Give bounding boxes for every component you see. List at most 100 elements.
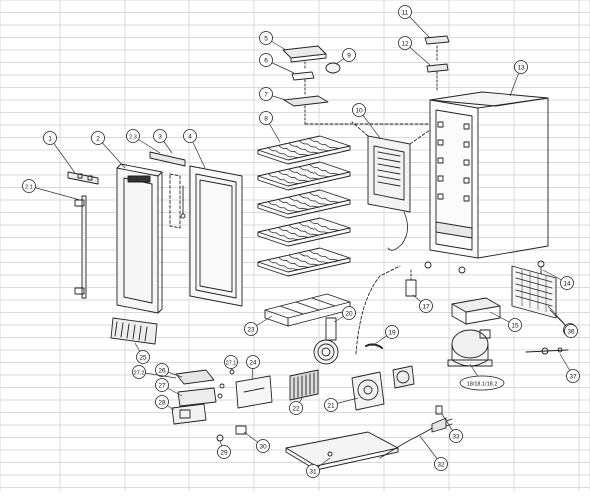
callout-circle bbox=[398, 5, 412, 19]
cabinet-body bbox=[429, 91, 549, 259]
callout-number: 27.2 bbox=[134, 371, 145, 377]
callout-circle bbox=[244, 322, 258, 336]
callout-c5: 5 bbox=[259, 31, 287, 51]
callout-c24: 24 bbox=[246, 355, 260, 381]
callout-number: 24 bbox=[249, 360, 257, 367]
wire-shelf bbox=[257, 161, 351, 191]
callout-number: 29 bbox=[220, 450, 228, 457]
callout-number: 10 bbox=[355, 108, 363, 115]
callout-layer: 122.12.33456789101112131415161718/18.1/1… bbox=[22, 5, 580, 478]
callout-c26: 26 bbox=[155, 363, 183, 378]
callout-number: 37 bbox=[569, 374, 577, 381]
callout-c30: 30 bbox=[243, 431, 270, 453]
callout-number: 23 bbox=[247, 327, 255, 334]
callout-circle bbox=[155, 378, 169, 392]
callout-number: 9 bbox=[347, 53, 351, 60]
callout-number: 26 bbox=[158, 368, 166, 375]
rear-condenser-grille bbox=[511, 265, 557, 319]
callout-c25: 25 bbox=[134, 342, 150, 364]
wire-shelf-stack bbox=[257, 135, 351, 277]
relay-box bbox=[171, 403, 207, 425]
callout-number: 13 bbox=[517, 65, 525, 72]
callout-circle bbox=[449, 429, 463, 443]
callout-c8: 8 bbox=[259, 111, 281, 143]
wire-shelf bbox=[257, 217, 351, 247]
callout-circle bbox=[259, 111, 273, 125]
callout-circle bbox=[385, 325, 399, 339]
callout-circle bbox=[259, 87, 273, 101]
door-frame bbox=[116, 163, 163, 314]
callout-c36: 36 bbox=[549, 309, 578, 338]
callout-circle bbox=[183, 129, 197, 143]
wire-shelf bbox=[257, 189, 351, 219]
callout-number: 1 bbox=[48, 136, 52, 143]
callout-number: 31 bbox=[309, 469, 317, 476]
callout-c4: 4 bbox=[183, 129, 206, 169]
callout-number: 17 bbox=[422, 304, 430, 311]
callout-c37: 37 bbox=[559, 353, 580, 383]
callout-circle bbox=[155, 395, 169, 409]
wire-shelf bbox=[257, 247, 351, 277]
callout-c31: 31 bbox=[306, 457, 331, 478]
callout-c32: 32 bbox=[419, 435, 448, 471]
glass-door bbox=[189, 165, 243, 307]
callout-c21: 21 bbox=[324, 397, 359, 412]
callout-number: 14 bbox=[563, 281, 571, 288]
callout-c18: 18/18.1/18.2 bbox=[459, 363, 505, 391]
callout-circle bbox=[259, 53, 273, 67]
callout-circle bbox=[560, 276, 574, 290]
callout-number: 2.1 bbox=[25, 185, 33, 191]
callout-c11: 11 bbox=[398, 5, 431, 39]
callout-number: 2.3 bbox=[129, 135, 137, 141]
power-board bbox=[177, 387, 217, 407]
condenser-fan bbox=[392, 365, 415, 389]
callout-number: 5 bbox=[264, 36, 268, 43]
callout-c15: 15 bbox=[489, 311, 522, 332]
leveling-foot bbox=[537, 260, 545, 275]
callout-circle bbox=[91, 131, 105, 145]
callout-circle bbox=[566, 369, 580, 383]
callout-c10: 10 bbox=[352, 103, 381, 139]
callout-circle bbox=[217, 445, 231, 459]
base-plate bbox=[285, 431, 399, 471]
condenser-block bbox=[289, 369, 319, 401]
callout-c19: 19 bbox=[371, 325, 399, 347]
top-light-cover bbox=[282, 45, 327, 63]
callout-c272: 27.2 bbox=[132, 365, 177, 379]
callout-c2: 2 bbox=[91, 131, 126, 169]
callout-number: 7 bbox=[264, 92, 268, 99]
hinge-plate bbox=[426, 63, 449, 91]
power-cord bbox=[379, 417, 453, 459]
callout-number: 8 bbox=[264, 116, 268, 123]
callout-circle bbox=[324, 398, 338, 412]
evaporator-plate bbox=[367, 135, 411, 251]
top-hinge bbox=[67, 171, 99, 185]
callout-number: 28 bbox=[158, 400, 166, 407]
callout-number: 27.1 bbox=[226, 361, 237, 367]
callout-circle bbox=[419, 299, 433, 313]
callout-circle bbox=[306, 464, 320, 478]
thermostat-bracket bbox=[405, 269, 417, 297]
callout-c27: 27 bbox=[155, 378, 183, 397]
callout-circle bbox=[256, 439, 270, 453]
fuse-holder bbox=[235, 425, 247, 435]
callout-c6: 6 bbox=[259, 53, 295, 74]
leader-line bbox=[28, 185, 81, 201]
callout-circle bbox=[132, 365, 146, 379]
bottom-shelf bbox=[264, 293, 351, 327]
compressor-cable bbox=[525, 347, 569, 355]
callout-c29: 29 bbox=[217, 440, 231, 459]
callout-c20: 20 bbox=[333, 306, 356, 323]
callout-circle bbox=[246, 355, 260, 369]
callout-number: 33 bbox=[452, 434, 460, 441]
callout-c3: 3 bbox=[153, 129, 173, 154]
callout-circle bbox=[136, 350, 150, 364]
callout-circle bbox=[224, 355, 238, 369]
callout-c17: 17 bbox=[412, 294, 433, 313]
wire-shelf bbox=[257, 135, 351, 165]
callout-circle bbox=[22, 179, 36, 193]
callout-circle bbox=[126, 129, 140, 143]
callout-circle bbox=[155, 363, 169, 377]
callout-circle bbox=[342, 306, 356, 320]
light-diffuser bbox=[283, 95, 329, 107]
